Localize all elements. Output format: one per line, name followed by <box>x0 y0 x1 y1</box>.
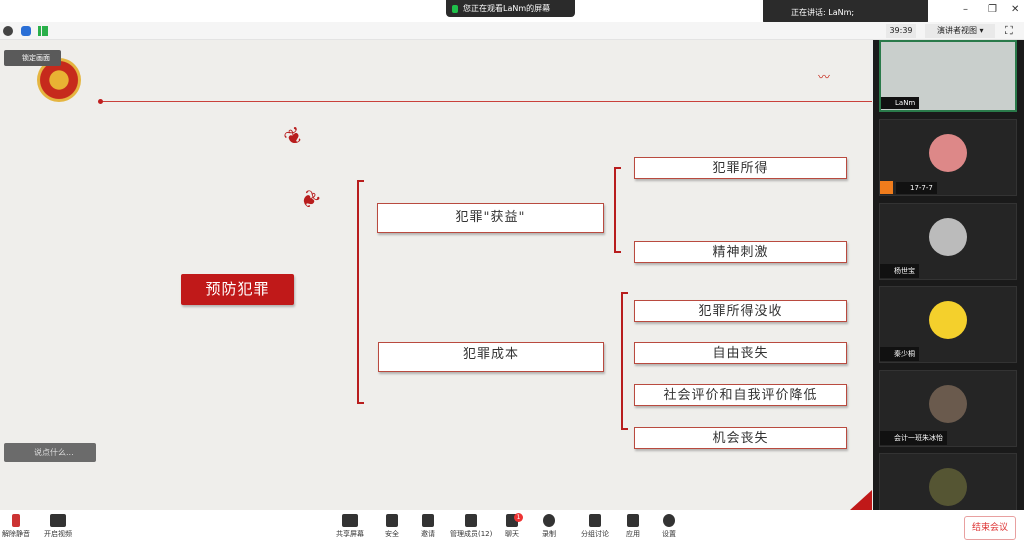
participant-panel: LaNm 17-7-7 杨世宝 秦少桐 会计一班朱冰怡 <box>873 40 1024 513</box>
participant-name: 杨世宝 <box>880 264 919 278</box>
divider-dot <box>98 99 103 104</box>
close-button[interactable]: ✕ <box>1011 4 1020 15</box>
screen-share-notice[interactable]: 您正在观看LaNm的屏幕 <box>446 0 575 17</box>
bracket <box>621 292 628 430</box>
meeting-toolbar <box>0 22 1024 40</box>
bracket <box>614 167 621 253</box>
fullscreen-icon[interactable]: ⛶ <box>1005 24 1013 37</box>
apps-button[interactable]: 应用 <box>626 514 640 539</box>
participant-name: LaNm <box>881 97 920 109</box>
mindmap-branch: 犯罪"获益" <box>377 203 604 233</box>
host-icon <box>880 181 893 194</box>
minimize-button[interactable]: – <box>963 4 968 15</box>
chat-badge: 1 <box>514 513 523 522</box>
view-toggle-button[interactable]: 演讲者视图 ▾ <box>925 24 995 38</box>
share-status-icon <box>452 4 458 13</box>
participant-tile[interactable]: 会计一班朱冰怡 <box>879 370 1017 447</box>
invite-button[interactable]: 邀请 <box>421 514 435 539</box>
mindmap-leaf: 犯罪所得 <box>634 157 847 179</box>
bracket <box>357 180 364 404</box>
participant-video[interactable]: LaNm <box>879 40 1017 112</box>
birds-icon: 〰 <box>818 70 831 84</box>
share-screen-button[interactable]: 共享屏幕 <box>336 514 364 539</box>
speaking-indicator: 正在讲话: LaNm; <box>763 0 928 24</box>
signal-icon[interactable] <box>38 26 48 36</box>
mindmap-leaf: 精神刺激 <box>634 241 847 263</box>
settings-button[interactable]: 设置 <box>662 514 676 539</box>
mindmap-leaf: 自由丧失 <box>634 342 847 364</box>
participant-tile[interactable]: 秦少桐 <box>879 286 1017 363</box>
breakout-button[interactable]: 分组讨论 <box>581 514 609 539</box>
participant-name: 17-7-7 <box>896 182 937 194</box>
lock-screen-button[interactable]: 锁定画面 <box>4 50 61 66</box>
security-button[interactable]: 安全 <box>385 514 399 539</box>
divider-line <box>100 101 872 102</box>
chat-input[interactable]: 说点什么... <box>4 443 96 462</box>
participant-tile[interactable]: 17-7-7 <box>879 119 1017 196</box>
participant-name: 秦少桐 <box>880 347 919 361</box>
end-meeting-button[interactable]: 结束会议 <box>964 516 1016 540</box>
info-icon[interactable] <box>3 26 13 36</box>
share-notice-text: 您正在观看LaNm的屏幕 <box>463 4 551 13</box>
meeting-timer: 39:39 <box>886 24 916 38</box>
participant-tile[interactable] <box>879 453 1017 513</box>
mindmap-root: 预防犯罪 <box>181 274 294 305</box>
mindmap-branch: 犯罪成本 <box>378 342 604 372</box>
mindmap-leaf: 社会评价和自我评价降低 <box>634 384 847 406</box>
start-video-button[interactable]: 开启视频 <box>44 514 72 539</box>
unmute-button[interactable]: 解除静音 <box>2 514 30 539</box>
participant-name: 会计一班朱冰怡 <box>880 431 947 445</box>
mindmap-leaf: 机会丧失 <box>634 427 847 449</box>
manage-participants-button[interactable]: 管理成员(12) <box>450 514 492 539</box>
restore-button[interactable]: ❐ <box>988 4 997 15</box>
shield-icon[interactable] <box>21 26 31 36</box>
record-button[interactable]: 录制 <box>542 514 556 539</box>
participant-tile[interactable]: 杨世宝 <box>879 203 1017 280</box>
mindmap-leaf: 犯罪所得没收 <box>634 300 847 322</box>
corner-decoration <box>850 490 872 510</box>
